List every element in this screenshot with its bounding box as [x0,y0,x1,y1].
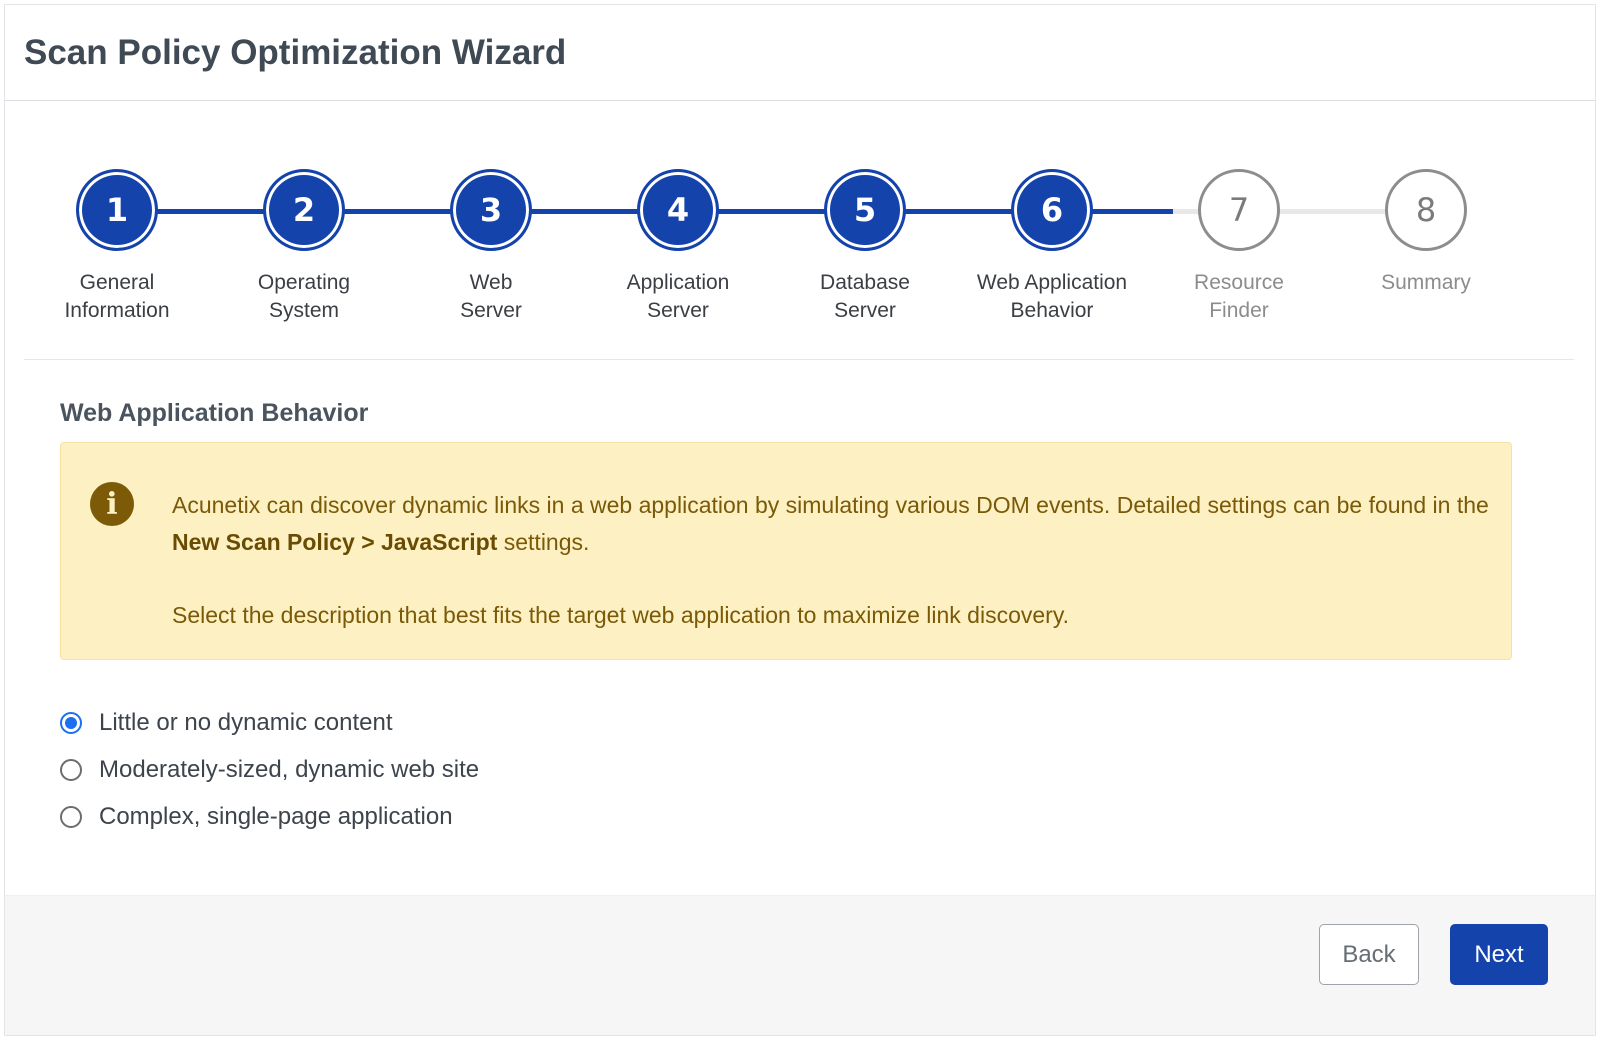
step-number: 2 [263,169,345,251]
alert-text-prefix: Acunetix can discover dynamic links in a… [172,492,1489,518]
behavior-options: Little or no dynamic content Moderately-… [60,699,479,840]
next-button[interactable]: Next [1450,924,1548,985]
wizard-stepper: 1 General Information 2 Operating System… [5,169,1597,339]
alert-text: Acunetix can discover dynamic links in a… [172,487,1492,634]
step-number: 1 [76,169,158,251]
info-alert: i Acunetix can discover dynamic links in… [60,442,1512,660]
info-icon: i [90,482,134,526]
step-operating-system[interactable]: 2 Operating System [214,169,394,325]
alert-settings-path: New Scan Policy > JavaScript [172,529,498,555]
step-label: Resource Finder [1194,271,1284,322]
radio-button[interactable] [60,711,82,734]
section-divider [24,359,1574,360]
alert-text-suffix: settings. [497,529,590,555]
radio-button[interactable] [60,805,82,828]
step-number: 3 [450,169,532,251]
section-title: Web Application Behavior [60,399,369,427]
option-single-page-app[interactable]: Complex, single-page application [60,793,479,840]
option-little-dynamic[interactable]: Little or no dynamic content [60,699,479,746]
step-general-information[interactable]: 1 General Information [27,169,207,325]
step-label: Application Server [626,271,730,322]
step-number: 5 [824,169,906,251]
step-label: Web Application Behavior [976,271,1128,322]
step-summary[interactable]: 8 Summary [1336,169,1516,297]
step-web-application-behavior[interactable]: 6 Web Application Behavior [962,169,1142,325]
step-number: 8 [1385,169,1467,251]
step-label: Summary [1381,271,1471,294]
option-moderately-dynamic[interactable]: Moderately-sized, dynamic web site [60,746,479,793]
step-label: Operating System [257,271,351,322]
alert-paragraph: Acunetix can discover dynamic links in a… [172,487,1492,561]
dialog-title: Scan Policy Optimization Wizard [24,32,567,72]
dialog-header: Scan Policy Optimization Wizard [5,5,1595,101]
step-number: 7 [1198,169,1280,251]
alert-paragraph-instruction: Select the description that best fits th… [172,602,1070,628]
step-label: Web Server [460,271,522,322]
option-label: Moderately-sized, dynamic web site [99,755,480,783]
dialog-footer: Back Next [5,895,1595,1035]
step-number: 6 [1011,169,1093,251]
option-label: Complex, single-page application [99,802,453,830]
step-database-server[interactable]: 5 Database Server [775,169,955,325]
option-label: Little or no dynamic content [99,708,393,736]
step-web-server[interactable]: 3 Web Server [401,169,581,325]
step-application-server[interactable]: 4 Application Server [588,169,768,325]
step-label: Database Server [820,271,910,322]
back-button[interactable]: Back [1319,924,1419,985]
step-resource-finder[interactable]: 7 Resource Finder [1149,169,1329,325]
step-number: 4 [637,169,719,251]
wizard-dialog: Scan Policy Optimization Wizard 1 Genera… [4,4,1596,1036]
radio-button[interactable] [60,758,82,781]
step-label: General Information [64,271,170,322]
